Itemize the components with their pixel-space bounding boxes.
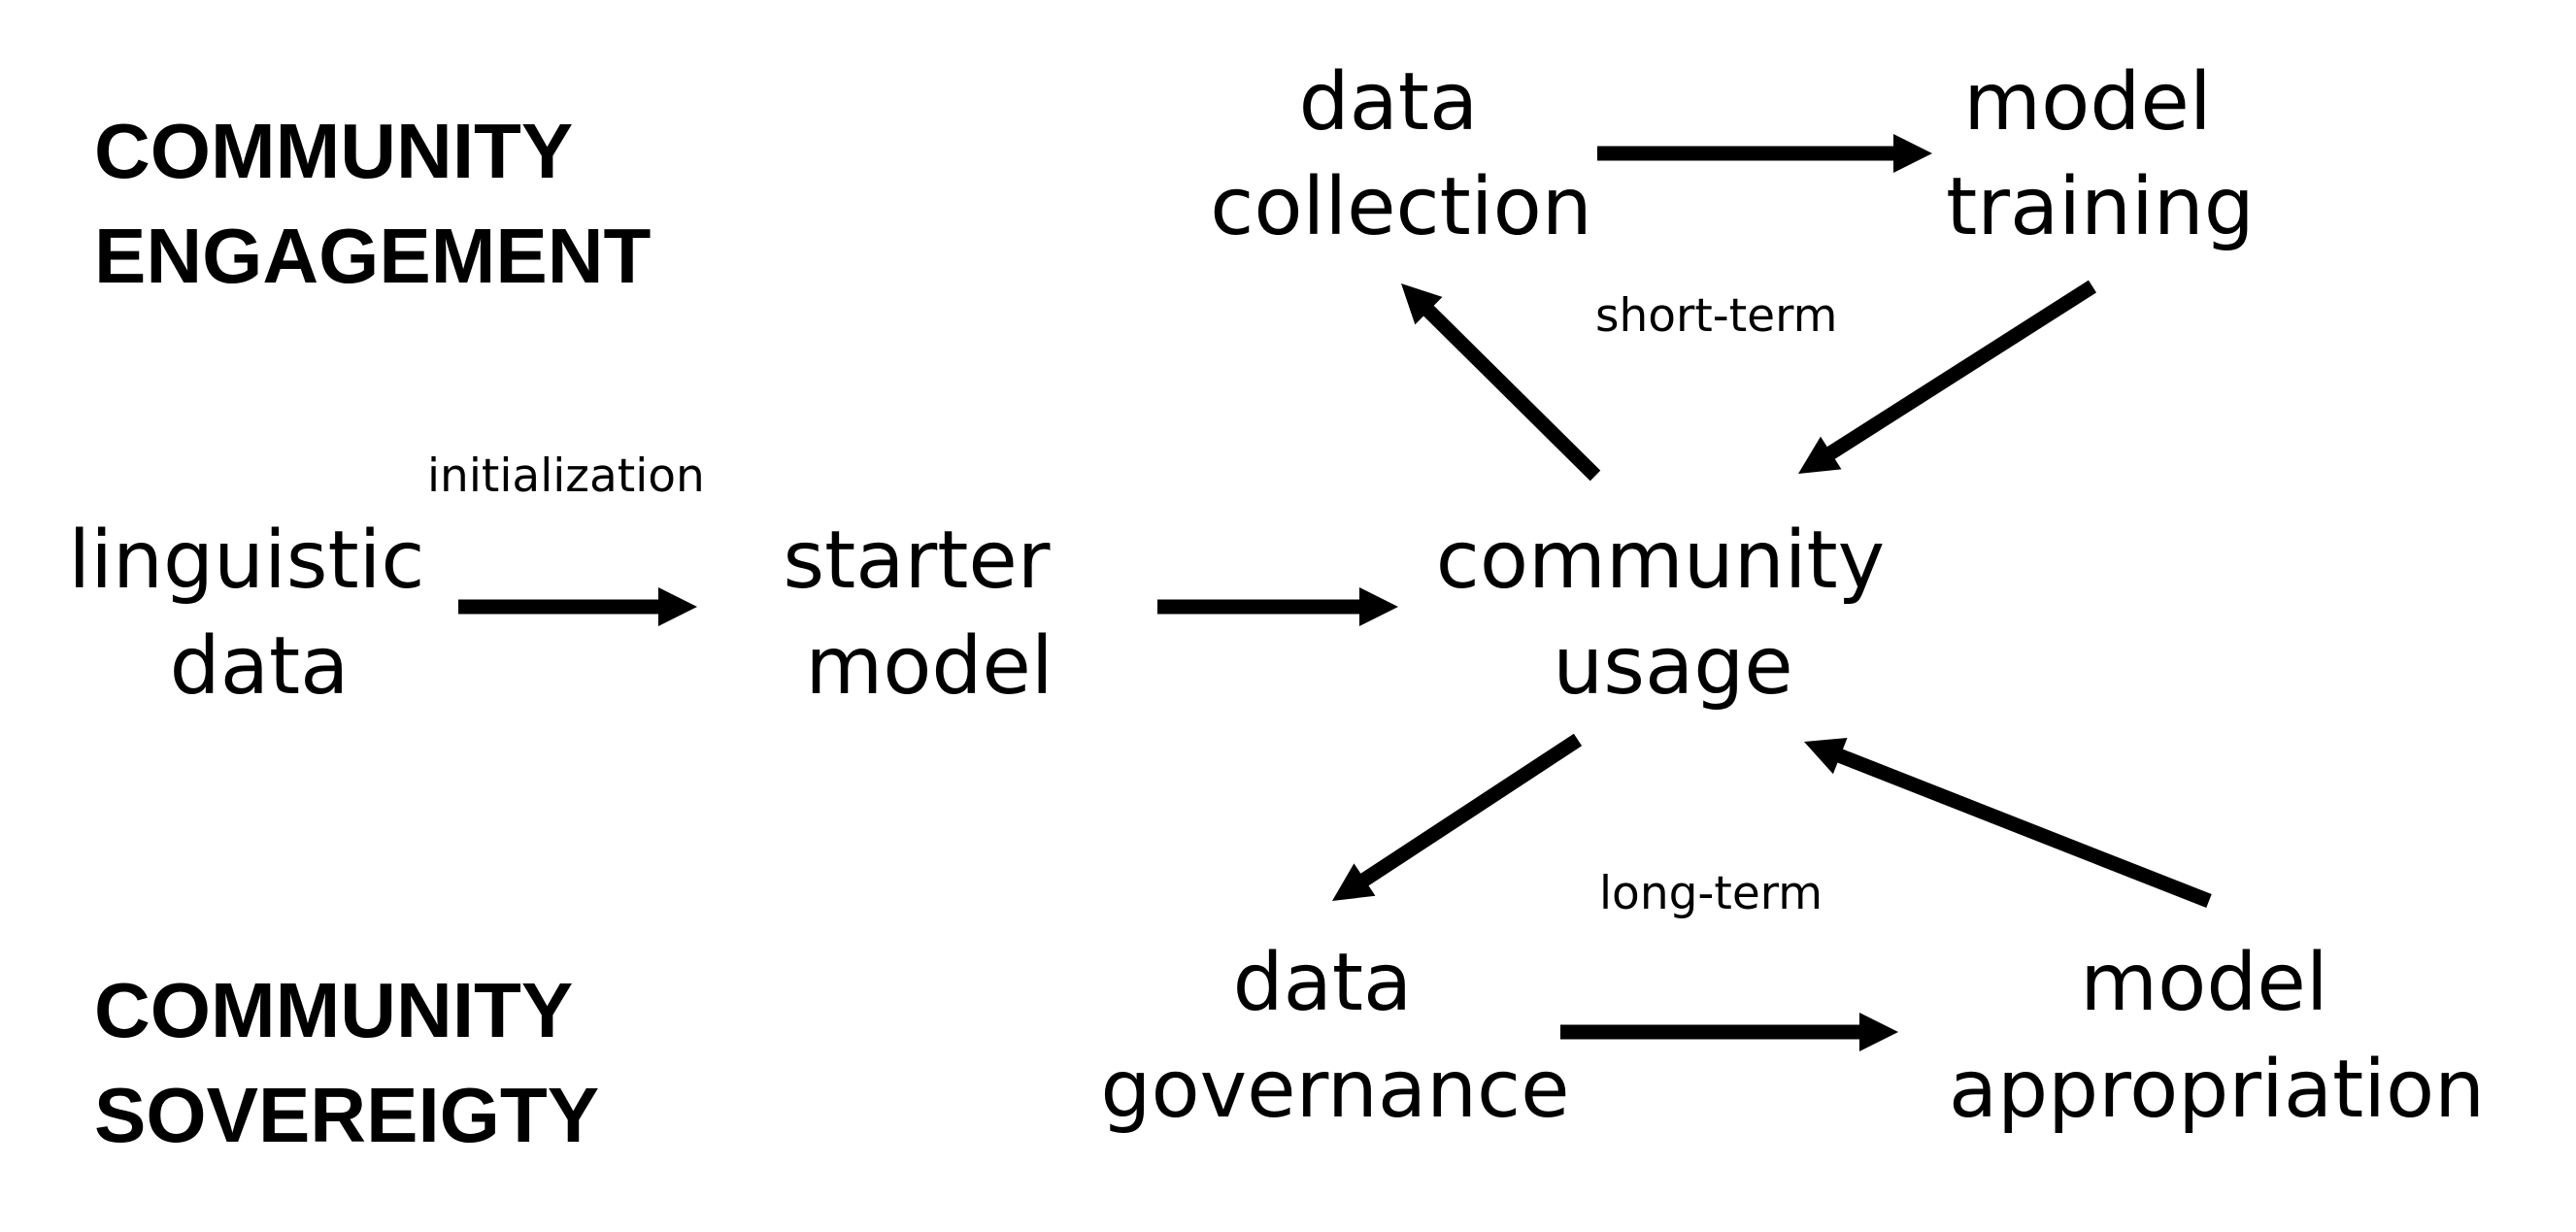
arrow-model-appropriation-to-community-usage-head — [1804, 738, 1848, 775]
arrow-model-appropriation-to-community-usage-shaft — [1835, 748, 2212, 908]
node-community-usage-line-1: community — [1436, 515, 1885, 607]
arrow-model-training-to-community-usage-shaft — [1825, 280, 2097, 460]
arrow-community-usage-to-data-collection-head — [1401, 283, 1443, 325]
node-data-collection-line-2: collection — [1210, 161, 1591, 253]
edges-group — [458, 134, 2212, 1051]
arrow-community-usage-to-data-collection-shaft — [1422, 304, 1601, 482]
heading-community-engagement: COMMUNITY ENGAGEMENT — [94, 108, 651, 299]
node-model-training: model training — [1946, 56, 2255, 253]
node-linguistic-data: linguistic data — [68, 515, 450, 713]
node-model-training-line-2: training — [1946, 161, 2255, 253]
arrow-community-usage-to-data-governance-shaft — [1358, 733, 1583, 887]
node-starter-model: starter model — [783, 515, 1075, 713]
arrow-starter-model-to-community-usage-head — [1359, 587, 1398, 626]
node-starter-model-line-1: starter — [783, 515, 1050, 607]
node-model-training-line-1: model — [1963, 56, 2211, 149]
node-data-governance: data governance — [1100, 937, 1569, 1136]
arrow-data-collection-to-model-training — [1597, 134, 1932, 173]
node-community-usage-line-2: usage — [1553, 620, 1792, 713]
edge-label-short-term: short-term — [1595, 289, 1837, 343]
edge-label-initialization: initialization — [427, 450, 705, 503]
node-starter-model-line-2: model — [805, 620, 1053, 713]
arrow-community-usage-to-data-governance — [1332, 733, 1583, 901]
arrow-model-training-to-community-usage-head — [1798, 436, 1842, 474]
arrow-model-appropriation-to-community-usage — [1804, 738, 2212, 908]
node-linguistic-data-line-1: linguistic — [68, 515, 424, 607]
heading-engagement-line-2: ENGAGEMENT — [94, 213, 651, 299]
node-linguistic-data-line-2: data — [170, 620, 350, 713]
arrow-model-training-to-community-usage — [1798, 280, 2097, 474]
arrow-data-governance-to-model-appropriation — [1560, 1013, 1898, 1051]
arrow-community-usage-to-data-governance-head — [1332, 863, 1376, 901]
arrow-community-usage-to-data-collection — [1401, 283, 1601, 482]
heading-engagement-line-1: COMMUNITY — [94, 108, 573, 194]
arrow-data-governance-to-model-appropriation-head — [1859, 1013, 1898, 1051]
heading-sovereignty-line-1: COMMUNITY — [94, 967, 573, 1053]
node-data-collection-line-1: data — [1299, 56, 1479, 149]
node-model-appropriation-line-1: model — [2080, 937, 2327, 1029]
heading-community-sovereignty: COMMUNITY SOVEREIGTY — [94, 967, 599, 1158]
node-data-governance-line-2: governance — [1100, 1044, 1569, 1136]
node-model-appropriation: model appropriation — [1949, 937, 2485, 1136]
heading-sovereignty-line-2: SOVEREIGTY — [94, 1072, 599, 1158]
node-community-usage: community usage — [1436, 515, 1911, 713]
arrow-starter-model-to-community-usage — [1157, 587, 1398, 626]
edge-label-long-term: long-term — [1599, 867, 1823, 920]
arrow-linguistic-data-to-starter-model-head — [658, 587, 697, 626]
node-model-appropriation-line-2: appropriation — [1949, 1044, 2485, 1136]
arrow-linguistic-data-to-starter-model — [458, 587, 697, 626]
node-data-governance-line-1: data — [1233, 937, 1413, 1029]
arrow-data-collection-to-model-training-head — [1893, 134, 1932, 173]
node-data-collection: data collection — [1210, 56, 1591, 253]
